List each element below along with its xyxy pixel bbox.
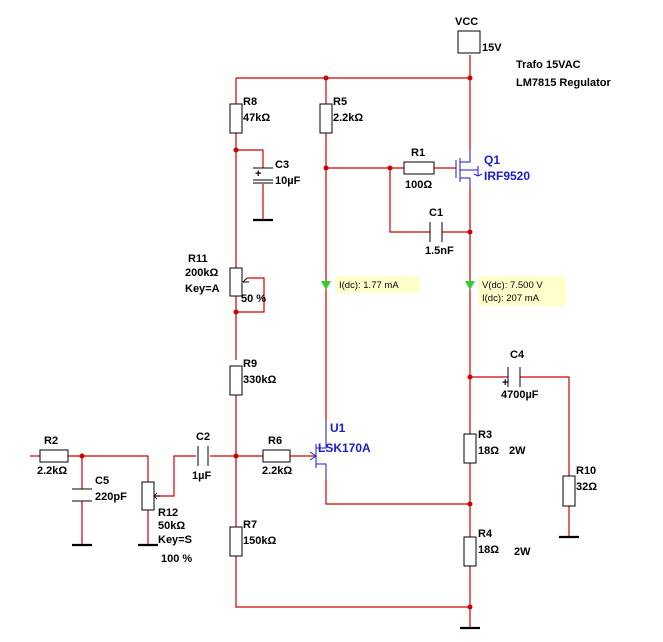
capacitor-c1[interactable]: C1 1.5nF (425, 207, 454, 257)
r11-value: 200kΩ (185, 267, 218, 279)
r5-name: R5 (333, 96, 347, 108)
r12-key: Key=S (158, 534, 192, 546)
c4-name: C4 (510, 349, 525, 361)
resistor-r3[interactable]: R3 18Ω 2W (463, 429, 526, 464)
resistor-r8[interactable]: R8 47kΩ (229, 96, 270, 134)
r6-name: R6 (268, 435, 282, 447)
probe-1-line1: I(dc): 1.77 mA (339, 280, 399, 291)
u1-model: LSK170A (318, 441, 371, 455)
r7-value: 150kΩ (243, 535, 276, 547)
r1-name: R1 (411, 147, 425, 159)
r12-name: R12 (158, 507, 178, 519)
r5-value: 2.2kΩ (333, 112, 363, 124)
r8-value: 47kΩ (243, 112, 270, 124)
resistor-r10[interactable]: R10 32Ω (562, 465, 597, 507)
probe-2[interactable]: V(dc): 7.500 V I(dc): 207 mA (465, 276, 566, 306)
mosfet-q1[interactable]: Q1 IRF9520 (455, 150, 530, 188)
c3-polarity: + (255, 168, 261, 180)
r9-name: R9 (243, 358, 257, 370)
junctions (79, 75, 473, 610)
jfet-u1[interactable]: U1 LSK170A (309, 420, 371, 480)
resistor-r2[interactable]: R2 2.2kΩ (37, 435, 69, 477)
resistor-r6[interactable]: R6 2.2kΩ (262, 435, 292, 477)
supply-note-line2: LM7815 Regulator (516, 77, 611, 89)
r11-name: R11 (188, 253, 208, 265)
vcc-source[interactable]: VCC 15V (455, 16, 502, 54)
r12-value: 50kΩ (158, 520, 185, 532)
r3-value: 18Ω (478, 445, 499, 457)
c3-value: 10µF (275, 175, 301, 187)
q1-model: IRF9520 (484, 169, 530, 183)
c2-value: 1µF (192, 470, 211, 482)
u1-name: U1 (330, 421, 346, 435)
c1-name: C1 (429, 207, 443, 219)
resistor-r1[interactable]: R1 100Ω (403, 147, 435, 191)
c3-name: C3 (275, 159, 289, 171)
c5-name: C5 (95, 475, 109, 487)
resistor-r9[interactable]: R9 330kΩ (229, 358, 276, 396)
r11-key: Key=A (185, 283, 220, 295)
capacitor-c4[interactable]: + C4 4700µF (501, 349, 539, 401)
r4-name: R4 (478, 528, 493, 540)
r3-name: R3 (478, 429, 492, 441)
probe-1[interactable]: I(dc): 1.77 mA (321, 276, 420, 293)
resistor-r4[interactable]: R4 18Ω 2W (463, 528, 531, 567)
r12-setting: 100 % (161, 553, 192, 565)
ground-symbols (72, 218, 579, 630)
c4-polarity: + (502, 377, 508, 389)
r10-name: R10 (576, 465, 596, 477)
resistor-r7[interactable]: R7 150kΩ (229, 519, 276, 557)
c5-value: 220pF (95, 491, 127, 503)
r11-setting: 50 % (241, 293, 266, 305)
c4-value: 4700µF (501, 389, 539, 401)
potentiometer-r11[interactable]: R11 200kΩ Key=A 50 % (185, 253, 266, 305)
r7-name: R7 (243, 519, 257, 531)
r4-value: 18Ω (478, 544, 499, 556)
r9-value: 330kΩ (243, 374, 276, 386)
q1-name: Q1 (484, 153, 500, 167)
r2-value: 2.2kΩ (37, 465, 67, 477)
r3-power: 2W (509, 445, 526, 457)
r2-name: R2 (44, 435, 58, 447)
vcc-label: VCC (455, 16, 478, 28)
potentiometer-r12[interactable]: R12 50kΩ Key=S 100 % (141, 481, 192, 565)
r10-value: 32Ω (576, 481, 597, 493)
r8-name: R8 (243, 96, 257, 108)
capacitor-c2[interactable]: C2 1µF (192, 431, 211, 482)
probe-2-arrow-icon (465, 281, 475, 290)
r6-value: 2.2kΩ (262, 465, 292, 477)
capacitor-c5[interactable]: C5 220pF (72, 475, 127, 503)
probe-2-line2: I(dc): 207 mA (482, 293, 540, 304)
r1-value: 100Ω (405, 179, 432, 191)
resistor-r5[interactable]: R5 2.2kΩ (319, 96, 363, 134)
probe-2-line1: V(dc): 7.500 V (482, 280, 543, 291)
c2-name: C2 (196, 431, 210, 443)
c1-value: 1.5nF (425, 245, 454, 257)
vcc-value: 15V (482, 42, 502, 54)
wires (30, 55, 570, 628)
probe-1-arrow-icon (321, 281, 331, 290)
capacitor-c3[interactable]: + C3 10µF (253, 159, 301, 187)
r4-power: 2W (514, 546, 531, 558)
supply-note-line1: Trafo 15VAC (516, 59, 581, 71)
